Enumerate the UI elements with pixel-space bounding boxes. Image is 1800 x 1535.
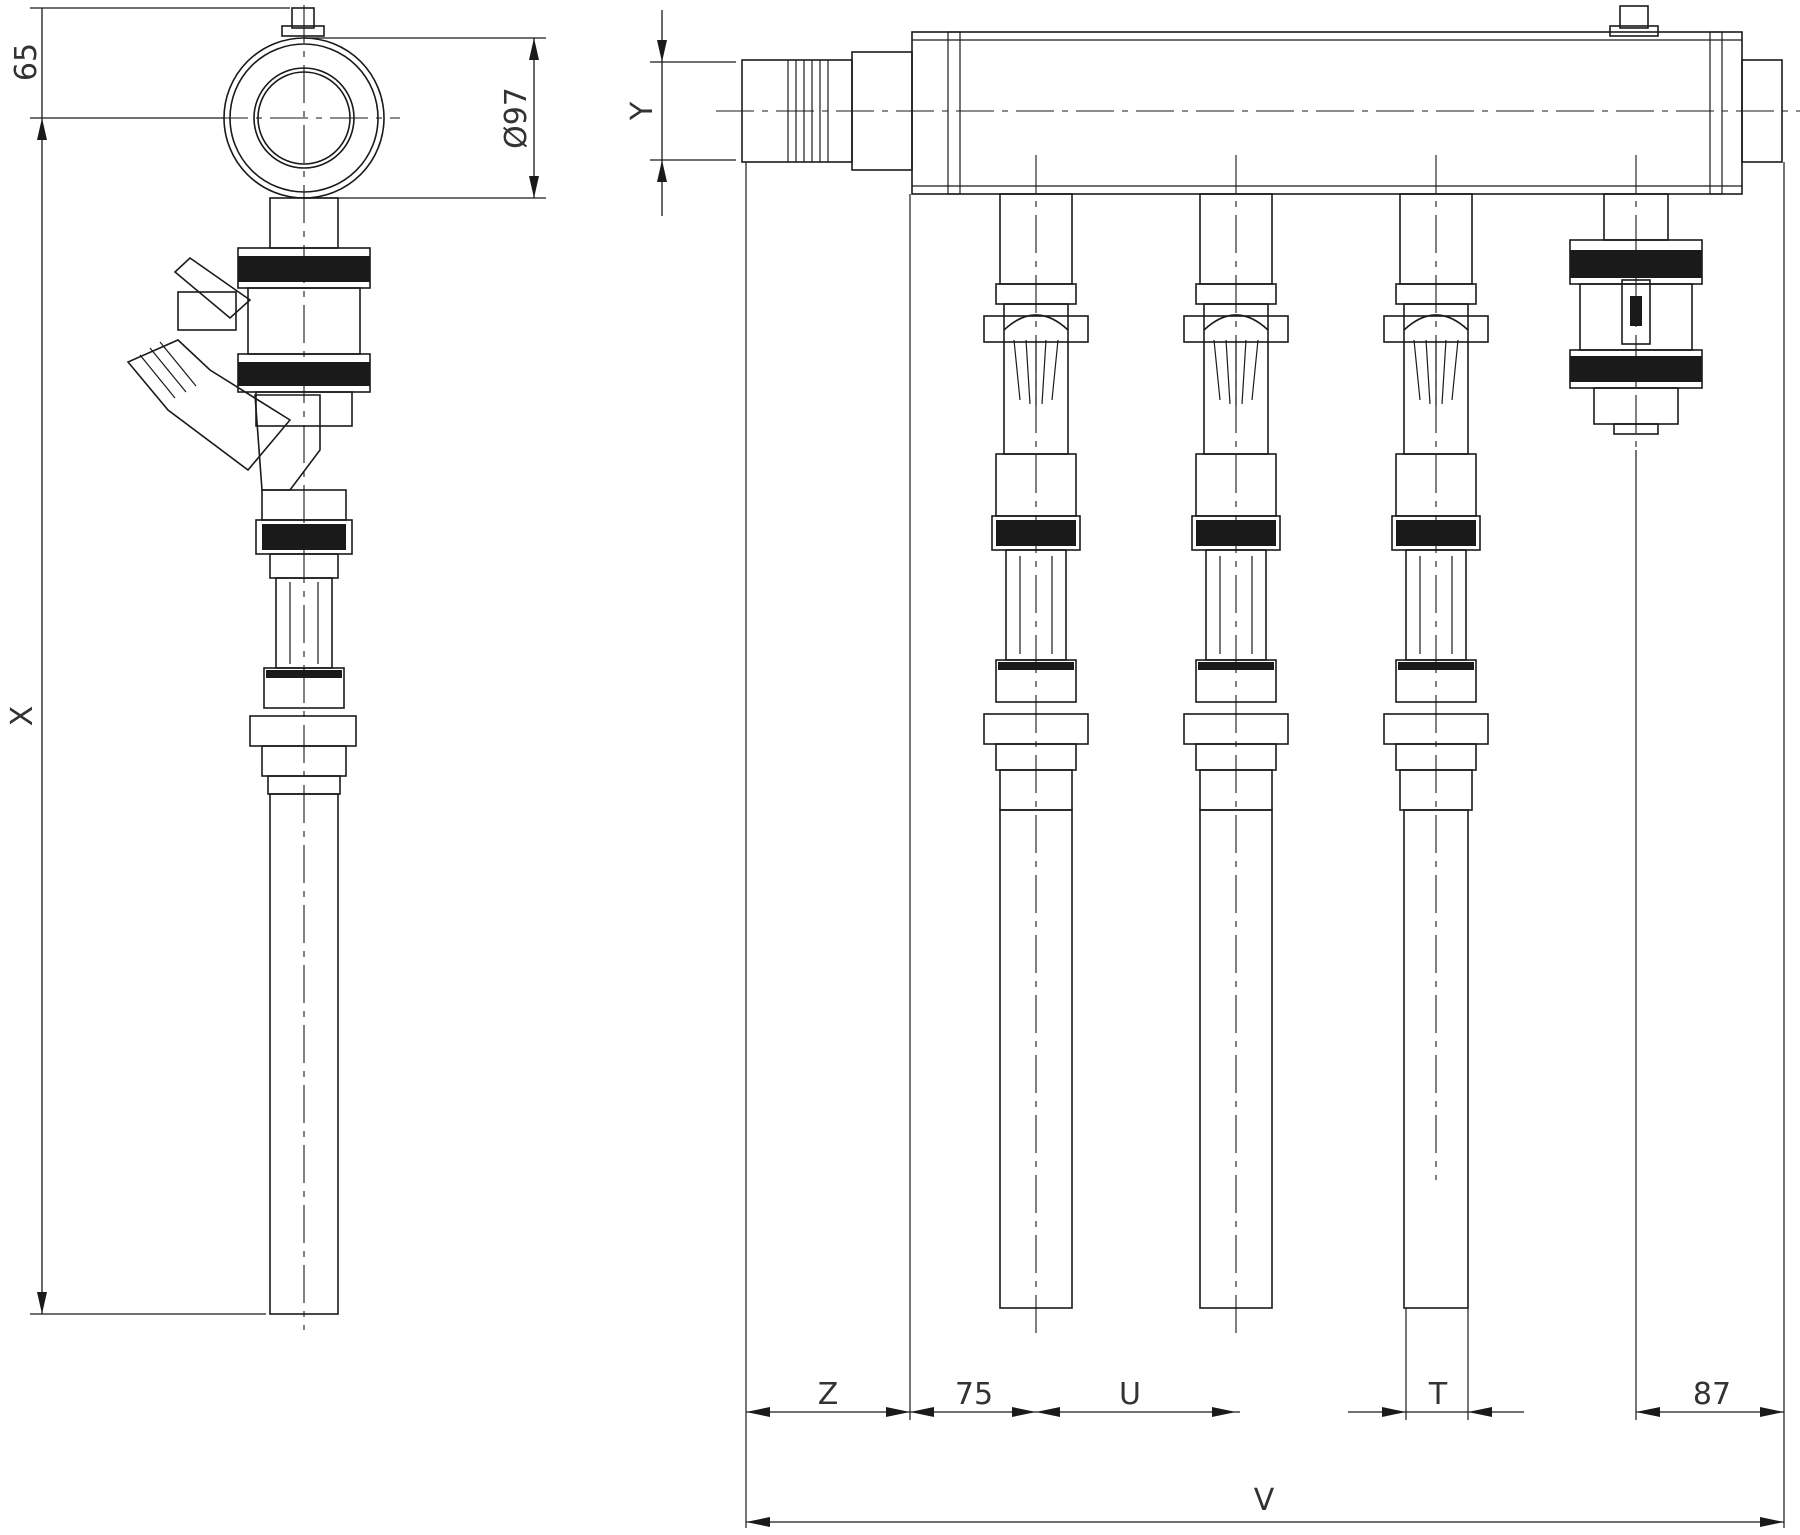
dim-label-t: T xyxy=(1428,1377,1448,1412)
dim-label-65: 65 xyxy=(9,43,44,81)
dim-label-diameter: Ø97 xyxy=(499,87,534,149)
dim-label-v: V xyxy=(1254,1483,1275,1518)
side-view: 65 Ø97 X xyxy=(5,5,546,1330)
dim-label-z: Z xyxy=(818,1377,839,1412)
dim-label-75: 75 xyxy=(955,1377,993,1412)
dim-label-x: X xyxy=(5,706,40,727)
dim-label-y: Y xyxy=(625,101,660,121)
dim-label-u: U xyxy=(1119,1377,1141,1412)
ball-valve-branch xyxy=(1569,155,1703,450)
dim-label-87: 87 xyxy=(1693,1377,1731,1412)
front-view: Y Z 75 U T 87 V xyxy=(625,5,1800,1528)
branch-1 xyxy=(983,155,1089,1340)
branch-2 xyxy=(1183,155,1289,1340)
branch-3 xyxy=(1383,155,1489,1309)
